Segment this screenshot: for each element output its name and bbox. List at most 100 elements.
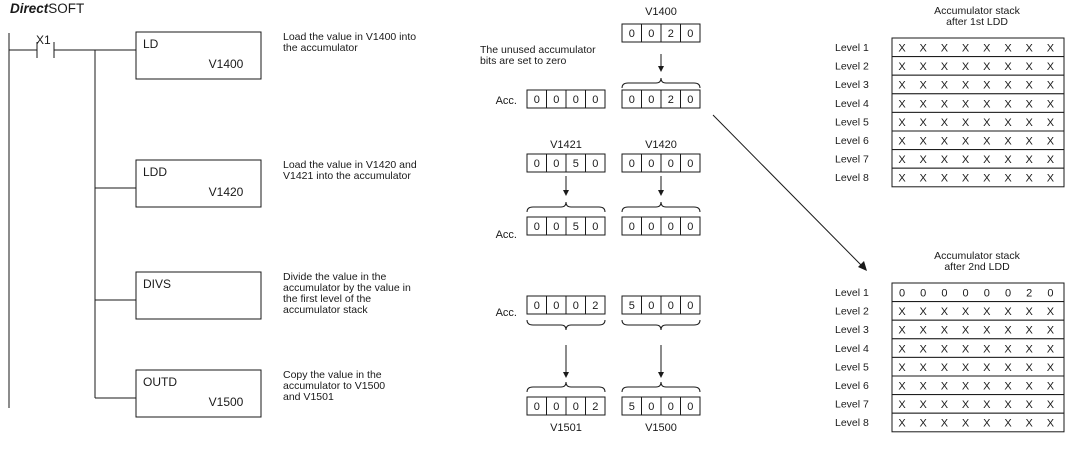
stack-bit-value: X [962, 173, 970, 185]
digit-value: 0 [592, 158, 598, 170]
stack-level-cell [891, 37, 1065, 58]
brand-rest: SOFT [48, 1, 84, 16]
stack-bit-value: X [1026, 325, 1034, 337]
digit-cell [585, 396, 606, 416]
stack-level-cell [891, 319, 1065, 340]
stack-bit-value: X [898, 61, 906, 73]
stack-bit-value: X [1026, 362, 1034, 374]
stack-bit-value: X [941, 61, 949, 73]
digit-value: 0 [629, 28, 635, 40]
stack-level-label: Level 5 [835, 116, 869, 128]
stack-bit-value: X [941, 381, 949, 393]
acc-label: Acc. [496, 229, 517, 241]
stack-level-label: Level 8 [835, 417, 869, 429]
instruction-description: accumulator to V1500 [283, 380, 385, 392]
stack-bit-value: X [1026, 136, 1034, 148]
stack-bit-value: X [983, 362, 991, 374]
stack-level-label: Level 3 [835, 324, 869, 336]
digit-value: 0 [687, 28, 693, 40]
stack-level-label: Level 6 [835, 380, 869, 392]
stack-bit-value: X [920, 154, 928, 166]
stack-bit-value: X [1026, 381, 1034, 393]
stack-bit-value: X [983, 117, 991, 129]
digit-value: 0 [573, 94, 579, 106]
stack-bit-value: 0 [941, 288, 947, 300]
stack-bit-value: X [941, 154, 949, 166]
instruction-box [135, 369, 262, 418]
digit-value: 0 [553, 221, 559, 233]
digit-value: 0 [648, 300, 654, 312]
v1400-label: V1400 [645, 6, 677, 18]
stack-level-cell [891, 167, 1065, 188]
instruction-description: Load the value in V1400 into [283, 31, 416, 43]
stack-bit-value: X [1047, 117, 1055, 129]
stack-bit-value: X [962, 80, 970, 92]
digit-value: 5 [629, 300, 635, 312]
stack-bit-value: X [920, 136, 928, 148]
contact-x1[interactable]: X1 [36, 33, 55, 58]
stack-bit-value: X [941, 325, 949, 337]
digit-value: 0 [592, 221, 598, 233]
stack-bit-value: X [1004, 80, 1012, 92]
digit-cell [680, 396, 701, 416]
stack-bit-value: X [1004, 117, 1012, 129]
digit-value: 0 [553, 300, 559, 312]
stack-bit-value: X [1004, 306, 1012, 318]
digit-value: 0 [553, 158, 559, 170]
stack-bit-value: X [1047, 381, 1055, 393]
digit-value: 0 [573, 300, 579, 312]
stack-bit-value: X [962, 418, 970, 430]
digit-cell [585, 216, 606, 236]
stack-bit-value: X [983, 306, 991, 318]
digit-cell [585, 153, 606, 173]
stack-bit-value: 0 [1047, 288, 1053, 300]
stack-bit-value: X [983, 136, 991, 148]
ladder-rung: X1 [8, 33, 136, 408]
stack-bit-value: X [1047, 136, 1055, 148]
stack-bit-value: X [1026, 43, 1034, 55]
stack-bit-value: X [1004, 399, 1012, 411]
stack-level-cell [891, 93, 1065, 113]
stack-bit-value: X [1047, 173, 1055, 185]
stack-bit-value: X [898, 173, 906, 185]
stack-level-cell [891, 301, 1065, 321]
stack-level-label: Level 5 [835, 361, 869, 373]
stack-bit-value: X [941, 399, 949, 411]
stack-bit-value: X [1026, 306, 1034, 318]
stack-bit-value: X [1047, 80, 1055, 92]
digit-value: 0 [534, 221, 540, 233]
digit-value: 0 [687, 401, 693, 413]
stack-bit-value: X [962, 136, 970, 148]
stack-bit-value: 0 [1005, 288, 1011, 300]
digit-value: 0 [668, 158, 674, 170]
stack-bit-value: X [1047, 418, 1055, 430]
stack-level-label: Level 6 [835, 135, 869, 147]
stack-bit-value: X [898, 343, 906, 355]
v1420-label: V1420 [645, 139, 677, 151]
instruction-opcode: DIVS [143, 277, 171, 291]
stack-bit-value: X [1047, 325, 1055, 337]
stack-bit-value: X [941, 136, 949, 148]
digit-value: 2 [592, 300, 598, 312]
digit-value: 2 [668, 94, 674, 106]
digit-cell [585, 89, 606, 109]
stack-bit-value: 2 [1026, 288, 1032, 300]
stack-level-cell [891, 56, 1065, 76]
stack-bit-value: X [920, 362, 928, 374]
stack-bit-value: X [920, 343, 928, 355]
diagonal-arrow [712, 114, 865, 269]
digit-value: 0 [648, 94, 654, 106]
stack-level-cell [891, 282, 1065, 303]
stack-bit-value: X [983, 418, 991, 430]
instruction-box [135, 159, 262, 208]
stack-title: Accumulator stack [934, 250, 1021, 262]
